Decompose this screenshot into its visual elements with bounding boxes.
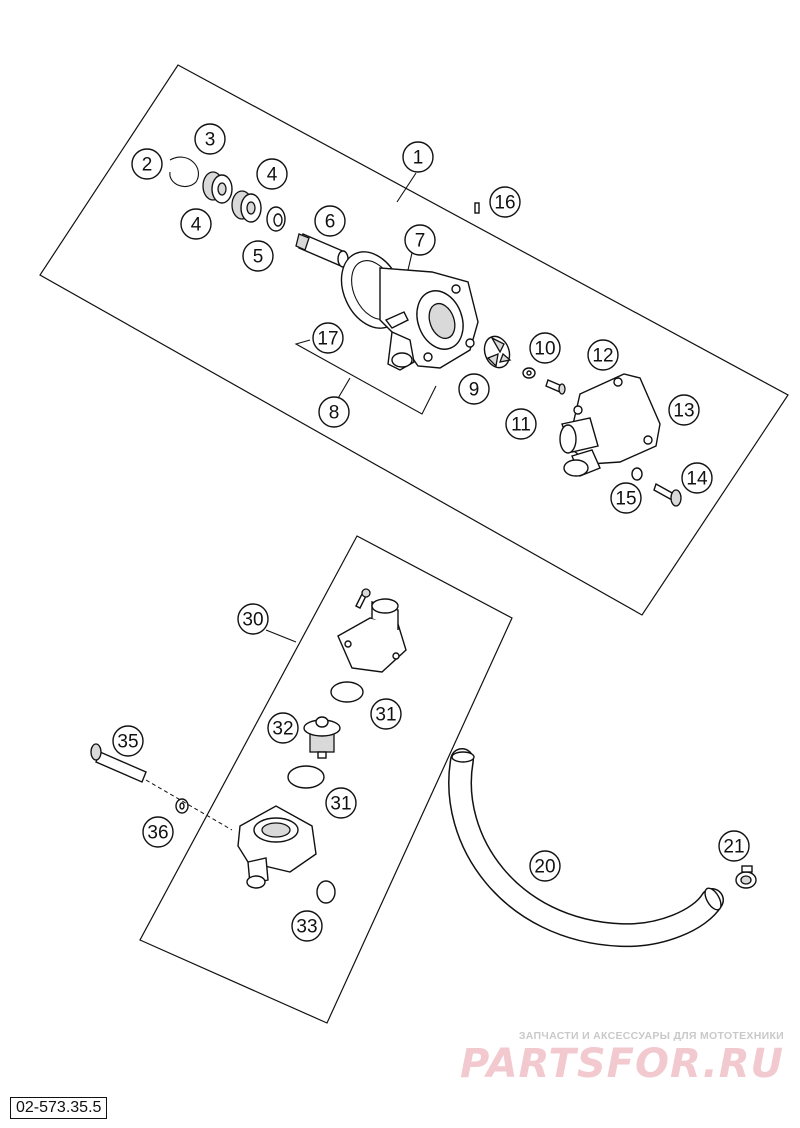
- callout-number: 20: [534, 857, 555, 878]
- impeller-part: [483, 335, 512, 369]
- o-ring-part: [287, 765, 325, 789]
- callout-3: 3: [194, 123, 226, 155]
- callout-number: 31: [330, 794, 351, 815]
- callout-number: 36: [147, 823, 168, 844]
- callout-number: 5: [253, 247, 264, 268]
- callout-number: 3: [205, 130, 216, 151]
- bearing-part: [202, 171, 233, 204]
- callout-number: 7: [415, 231, 426, 252]
- callout-number: 1: [413, 148, 424, 169]
- callout-17: 17: [312, 322, 344, 354]
- thermostat-cover-part: [337, 588, 407, 673]
- washer-part: [175, 798, 189, 814]
- pump-cover-part: [559, 373, 661, 477]
- callout-number: 9: [469, 380, 480, 401]
- callout-14: 14: [681, 462, 713, 494]
- drawing-code-label: 02-573.35.5: [10, 1097, 108, 1119]
- thermostat-assembly-frame: [139, 535, 513, 1024]
- watermark-logo: PARTSFOR.RU: [459, 1041, 784, 1087]
- callout-35: 35: [112, 725, 144, 757]
- callout-7: 7: [404, 224, 436, 256]
- callout-number: 33: [296, 917, 317, 938]
- callout-number: 17: [317, 329, 338, 350]
- callout-36: 36: [142, 816, 174, 848]
- callout-33: 33: [291, 910, 323, 942]
- circlip-part: [169, 156, 199, 187]
- pump-shaft-part: [295, 233, 349, 268]
- callout-number: 12: [592, 346, 613, 367]
- callout-number: 4: [267, 165, 278, 186]
- washer-part: [522, 367, 536, 379]
- callout-number: 11: [511, 415, 531, 436]
- o-ring-part: [330, 681, 364, 703]
- callout-4: 4: [256, 158, 288, 190]
- callout-number: 21: [723, 837, 744, 858]
- o-ring-part: [631, 467, 643, 481]
- callout-12: 12: [587, 339, 619, 371]
- callout-number: 30: [242, 610, 263, 631]
- callout-30: 30: [237, 603, 269, 635]
- callout-number: 6: [325, 212, 336, 233]
- callout-11: 11: [505, 408, 537, 440]
- callout-number: 14: [686, 469, 708, 490]
- callout-9: 9: [458, 373, 490, 405]
- callout-group: 1234456789101112131415161730313132333536…: [112, 123, 750, 942]
- callout-21: 21: [718, 830, 750, 862]
- callout-2: 2: [131, 148, 163, 180]
- callout-number: 15: [615, 489, 636, 510]
- callout-6: 6: [314, 205, 346, 237]
- callout-number: 31: [375, 705, 396, 726]
- bolt-part: [90, 743, 147, 783]
- bearing-part: [231, 190, 262, 223]
- callout-31: 31: [370, 698, 402, 730]
- callout-4: 4: [180, 208, 212, 240]
- pump-housing-part: [379, 267, 479, 371]
- callout-number: 16: [494, 193, 515, 214]
- cover-screw-part: [653, 482, 682, 507]
- thermostat-housing-part: [237, 805, 317, 889]
- callout-13: 13: [668, 394, 700, 426]
- housing-group-bracket: [294, 339, 437, 415]
- callout-number: 13: [673, 401, 694, 422]
- callout-number: 35: [117, 732, 138, 753]
- callout-15: 15: [610, 482, 642, 514]
- callout-16: 16: [489, 186, 521, 218]
- callout-1: 1: [402, 141, 434, 173]
- callout-number: 10: [534, 339, 555, 360]
- thermostat-part: [303, 716, 341, 759]
- callout-32: 32: [267, 712, 299, 744]
- callout-8: 8: [318, 396, 350, 428]
- callout-number: 2: [142, 155, 153, 176]
- callout-10: 10: [529, 332, 561, 364]
- callout-31: 31: [325, 787, 357, 819]
- callout-number: 8: [329, 403, 340, 424]
- hose-clamp-part: [735, 865, 757, 889]
- callout-20: 20: [529, 850, 561, 882]
- callout-number: 32: [272, 719, 293, 740]
- pump-assembly-frame: [39, 64, 789, 616]
- watermark-tagline: ЗАПЧАСТИ И АКСЕССУАРЫ ДЛЯ МОТОТЕХНИКИ: [518, 1030, 784, 1042]
- o-ring-part: [316, 880, 336, 904]
- shaft-seal-part: [266, 206, 286, 232]
- callout-5: 5: [242, 240, 274, 272]
- coolant-hose-part: [448, 748, 724, 948]
- callout-number: 4: [191, 215, 202, 236]
- watermark: ЗАПЧАСТИ И АКСЕССУАРЫ ДЛЯ МОТОТЕХНИКИ PA…: [460, 1030, 784, 1086]
- pin-part: [474, 202, 480, 214]
- impeller-screw-part: [545, 379, 566, 395]
